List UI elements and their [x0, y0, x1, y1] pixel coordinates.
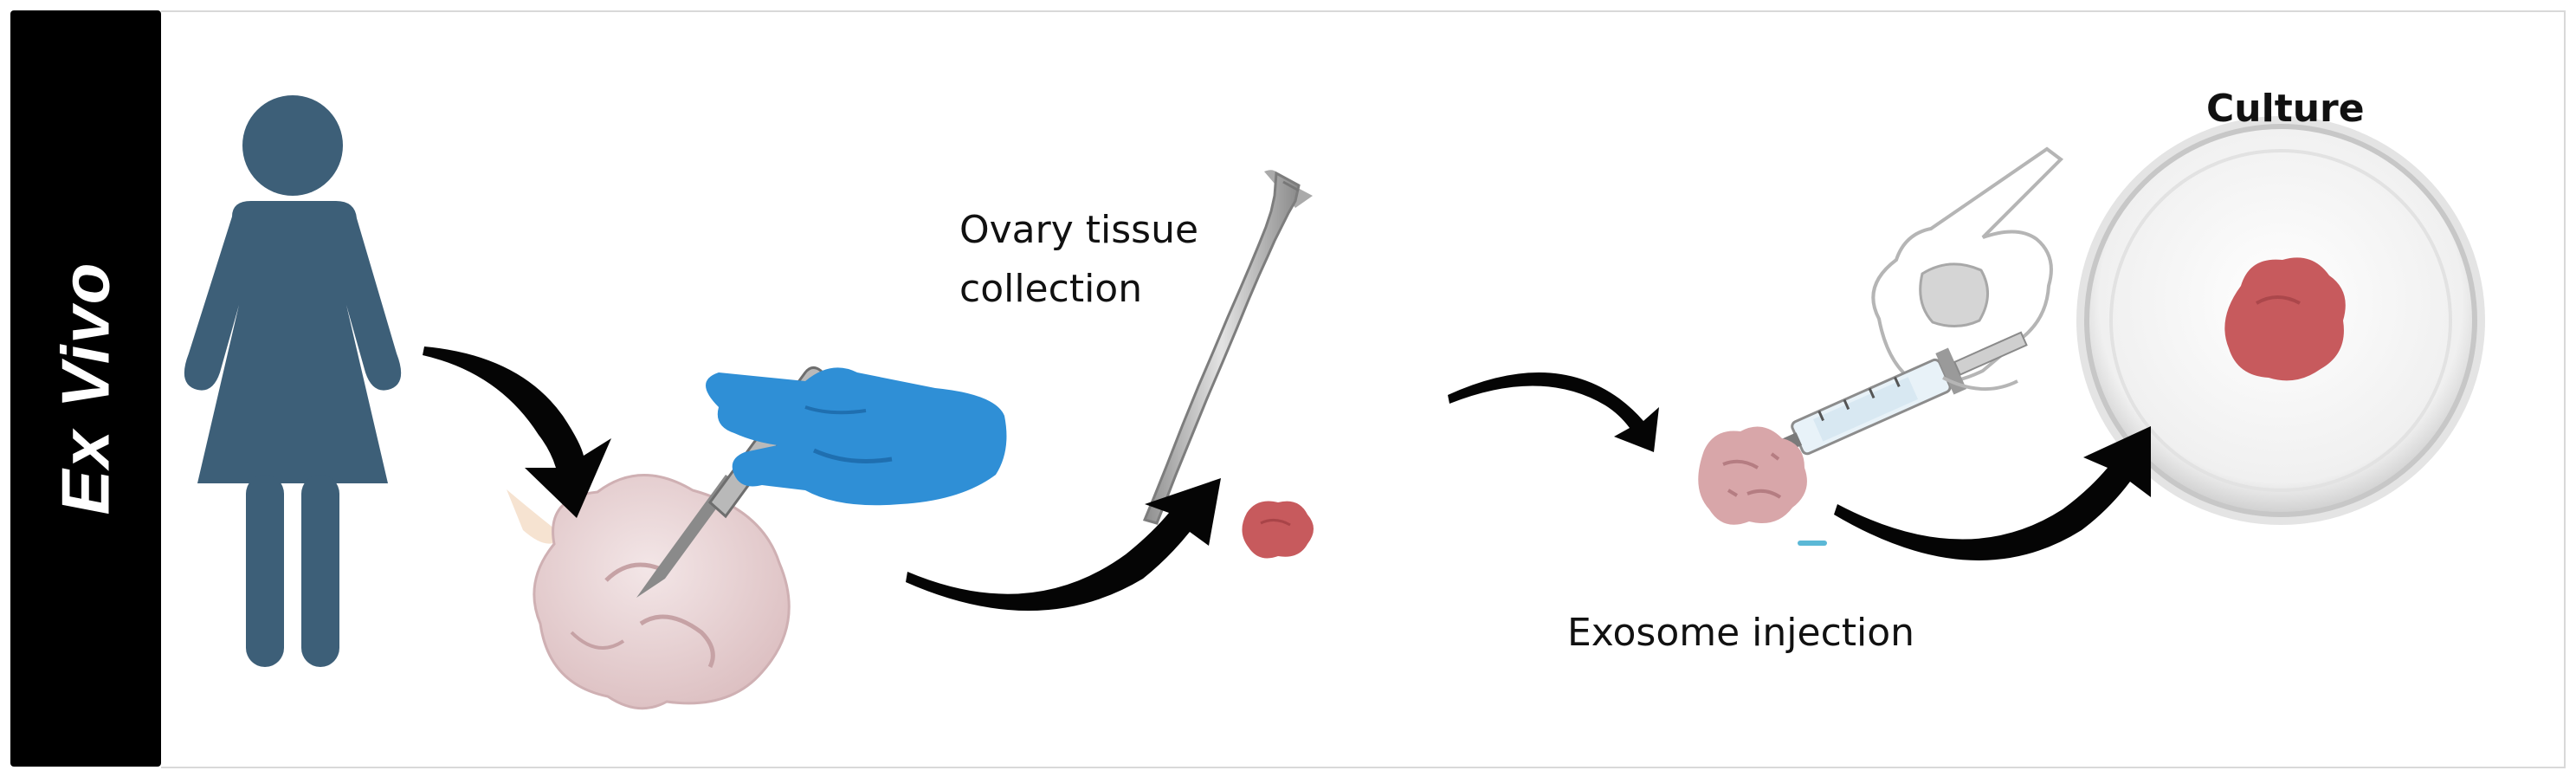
top-border — [161, 10, 2566, 12]
curved-arrow-icon — [1834, 426, 2151, 560]
ovary-icon — [507, 474, 791, 710]
petri-dish-icon — [2076, 116, 2485, 525]
sidebar-panel — [10, 10, 161, 767]
hand-syringe-icon — [1740, 146, 2064, 467]
curved-arrow-icon — [906, 478, 1221, 612]
curved-arrow-icon — [423, 346, 611, 518]
tissue-fragment-icon — [1242, 501, 1314, 559]
gloved-hand-scalpel-icon — [636, 366, 1007, 598]
tissue-fragment-icon — [1698, 426, 1827, 546]
label-exosome-injection: Exosome injection — [1567, 611, 1915, 655]
label-ovary-line1: Ovary tissue — [959, 208, 1199, 252]
woman-icon — [184, 95, 402, 667]
bottom-border — [161, 767, 2566, 768]
right-border — [2564, 10, 2566, 768]
label-culture: Culture — [2206, 87, 2365, 131]
label-ovary-tissue-collection: Ovary tissue collection — [959, 201, 1198, 319]
label-ovary-line2: collection — [959, 267, 1143, 311]
curved-arrow-icon — [1448, 372, 1659, 452]
forceps-icon — [1142, 170, 1313, 525]
